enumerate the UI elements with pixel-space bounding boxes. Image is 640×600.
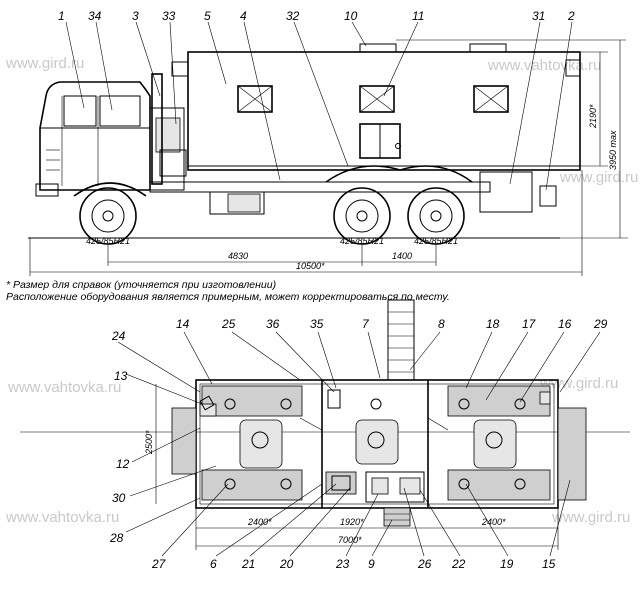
label-plan-21: 21 [241, 557, 255, 571]
dim-middle-section: 1920* [340, 517, 364, 527]
label-plan-20: 20 [279, 557, 294, 571]
label-plan-6: 6 [210, 557, 217, 571]
tire-label-rear2: 425/85R21 [414, 236, 458, 246]
watermark-bottom-left: www.vahtovka.ru [5, 509, 119, 526]
dim-length: 7000* [338, 535, 362, 545]
label-plan-24: 24 [111, 329, 126, 343]
dim-wheelbase-front: 4830 [228, 251, 248, 261]
label-side-33: 33 [162, 9, 176, 23]
label-plan-13: 13 [114, 369, 128, 383]
label-plan-15: 15 [542, 557, 556, 571]
label-plan-35: 35 [310, 317, 324, 331]
label-plan-25: 25 [221, 317, 236, 331]
side-view: 425/85R21 425/85R21 425/85R21 2190* 3950… [28, 9, 628, 276]
label-side-5: 5 [204, 9, 211, 23]
label-plan-14: 14 [176, 317, 190, 331]
label-plan-26: 26 [417, 557, 432, 571]
dim-width: 2500* [144, 430, 154, 455]
label-side-11: 11 [412, 9, 424, 23]
dim-box-height: 2190* [588, 104, 598, 129]
watermark-top-right: www.gird.ru [539, 375, 618, 392]
label-side-2: 2 [567, 9, 575, 23]
label-plan-9: 9 [368, 557, 375, 571]
watermark-side-right: www.vahtovka.ru [487, 57, 601, 74]
label-plan-12: 12 [116, 457, 130, 471]
label-plan-36: 36 [266, 317, 280, 331]
label-side-1: 1 [58, 9, 65, 23]
label-plan-17: 17 [522, 317, 537, 331]
label-plan-29: 29 [593, 317, 608, 331]
tire-label-rear1: 425/85R21 [340, 236, 384, 246]
label-side-3: 3 [132, 9, 139, 23]
label-plan-28: 28 [109, 531, 124, 545]
watermark-side-right2: www.gird.ru [559, 169, 638, 186]
dim-right-section: 2400* [481, 517, 506, 527]
label-side-32: 32 [286, 9, 300, 23]
watermark-bottom-right: www.gird.ru [551, 509, 630, 526]
label-side-10: 10 [344, 9, 358, 23]
plan-view: 2500* 2400* 1920* 2400* 7000* [20, 299, 630, 571]
note-line-1: * Размер для справок (уточняется при изг… [6, 279, 276, 291]
note-line-2: Расположение оборудования является приме… [6, 291, 450, 303]
label-side-4: 4 [240, 9, 247, 23]
dim-left-section: 2400* [247, 517, 272, 527]
label-plan-22: 22 [451, 557, 466, 571]
label-plan-30: 30 [112, 491, 126, 505]
tire-label-front: 425/85R21 [86, 236, 130, 246]
label-side-31: 31 [532, 9, 545, 23]
dim-total-height: 3950 max [608, 130, 618, 170]
label-plan-27: 27 [151, 557, 167, 571]
watermark-side-left: www.gird.ru [5, 55, 84, 72]
label-plan-16: 16 [558, 317, 572, 331]
label-plan-18: 18 [486, 317, 500, 331]
dim-wheelbase-rear: 1400 [392, 251, 412, 261]
dim-total-length: 10500* [296, 261, 325, 271]
label-plan-23: 23 [335, 557, 350, 571]
label-plan-7: 7 [362, 317, 370, 331]
label-plan-19: 19 [500, 557, 514, 571]
label-side-34: 34 [88, 9, 102, 23]
label-plan-8: 8 [438, 317, 445, 331]
watermark-top-left: www.vahtovka.ru [7, 379, 121, 396]
